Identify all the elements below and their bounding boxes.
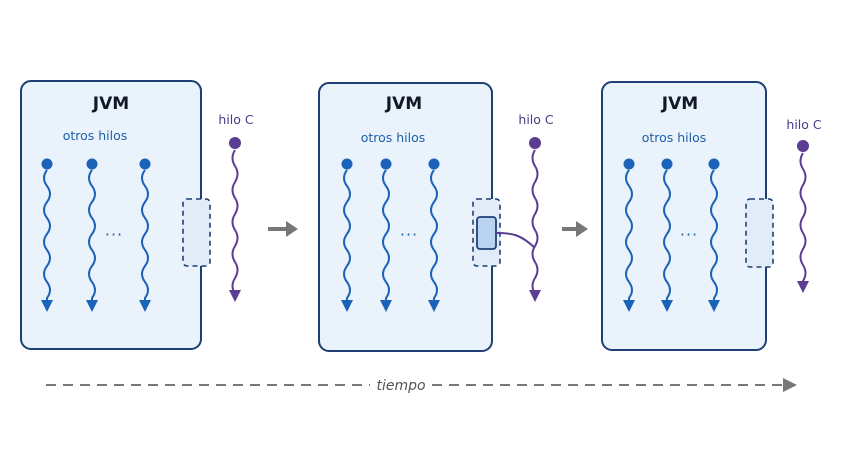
timeline-arrow: tiempo: [46, 378, 797, 394]
jvm-thread: [708, 158, 720, 312]
threads-label: otros hilos: [361, 130, 426, 145]
jvm-panel-2: JVM otros hilos ··· hilo C: [318, 82, 554, 352]
jvm-thread: [86, 158, 98, 312]
jvm-title: JVM: [661, 94, 698, 114]
external-thread: [797, 140, 809, 293]
external-thread: [495, 137, 541, 302]
jvm-title: JVM: [385, 94, 422, 114]
jvm-thread: [380, 158, 392, 312]
threads-label: otros hilos: [63, 128, 128, 143]
transition-arrow: [268, 221, 298, 237]
jvm-panel-1: JVM otros hilos ··· hilo C: [20, 80, 254, 350]
transition-arrow: [562, 221, 588, 237]
jvm-thread: [661, 158, 673, 312]
ellipsis: ···: [680, 225, 698, 244]
jvm-thread: [623, 158, 635, 312]
attach-slot: [182, 198, 211, 267]
attached-thread-block: [476, 216, 497, 250]
timeline-label: tiempo: [376, 378, 425, 394]
external-thread-label: hilo C: [218, 112, 253, 127]
jvm-box: [318, 82, 493, 352]
jvm-thread: [341, 158, 353, 312]
attach-slot: [745, 198, 774, 268]
jvm-panel-3: JVM otros hilos ··· hilo C: [601, 81, 822, 351]
threads-label: otros hilos: [642, 130, 707, 145]
external-thread-label: hilo C: [518, 112, 553, 127]
external-thread: [229, 137, 241, 302]
jvm-thread: [428, 158, 440, 312]
ellipsis: ···: [400, 225, 418, 244]
jvm-thread: [41, 158, 53, 312]
ellipsis: ···: [105, 225, 123, 244]
external-thread-label: hilo C: [786, 117, 821, 132]
jvm-box: [20, 80, 202, 350]
jvm-thread: [139, 158, 151, 312]
jvm-title: JVM: [92, 94, 129, 114]
